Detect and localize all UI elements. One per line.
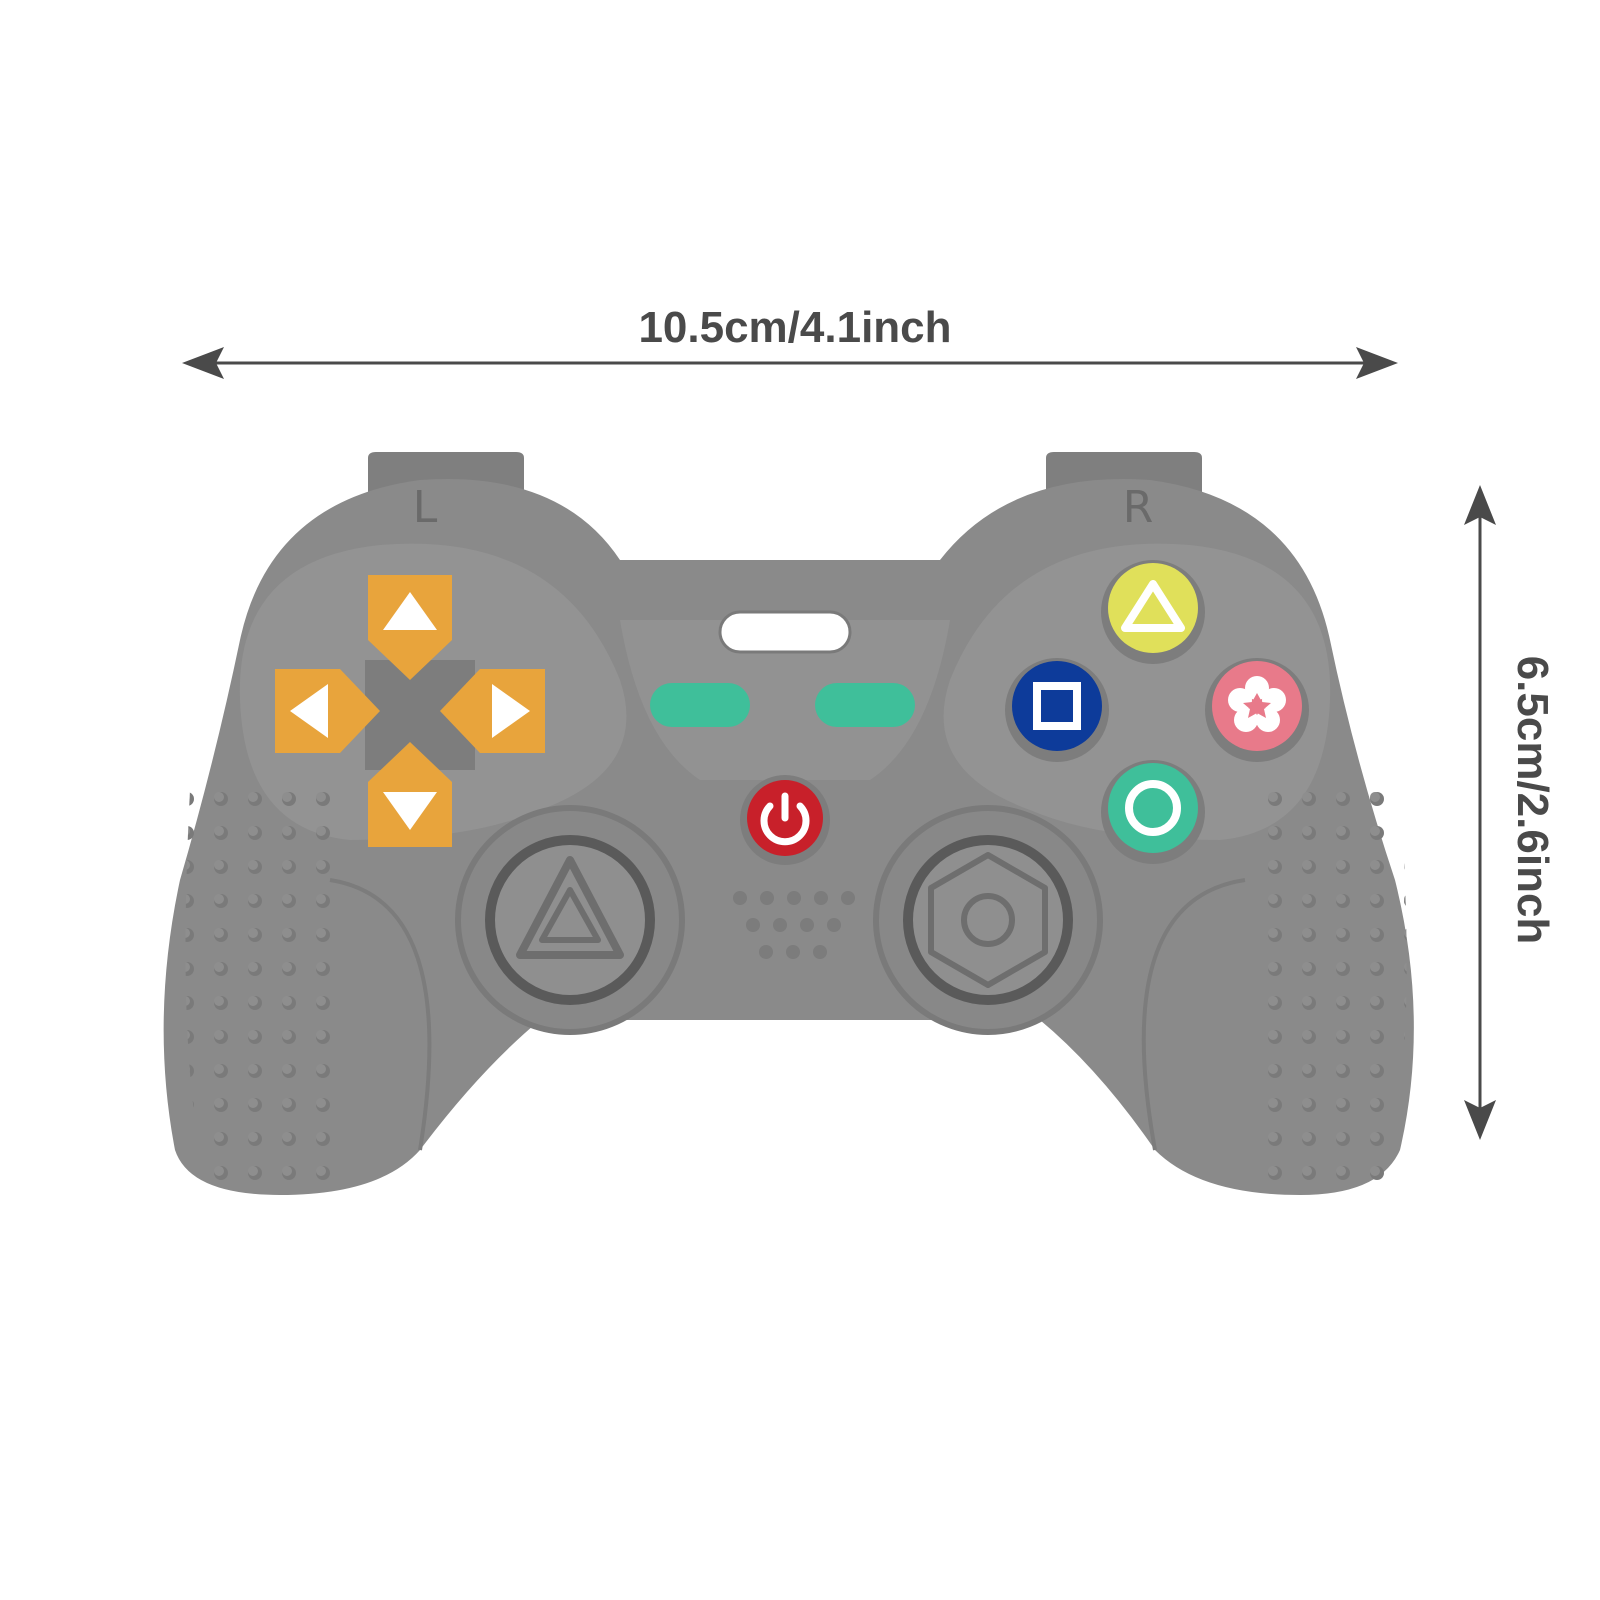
triangle-icon: [1121, 580, 1185, 632]
width-label: 10.5cm/4.1inch: [638, 303, 951, 352]
circle-button: [1101, 760, 1205, 864]
hexagon-emboss-icon: [928, 852, 1048, 988]
width-arrow-left-icon: [182, 347, 224, 379]
power-button: [740, 775, 830, 865]
start-button: [815, 683, 915, 727]
height-arrow-up-icon: [1464, 485, 1496, 525]
left-thumbstick: [455, 805, 685, 1035]
center-plate: [620, 620, 950, 780]
square-icon: [1033, 682, 1081, 730]
right-thumbstick: [873, 805, 1103, 1035]
left-grip-ridge: [329, 878, 432, 1151]
dpad-right-arrow-icon: [492, 684, 530, 738]
left-grip: [185, 790, 432, 1190]
circle-icon: [1125, 780, 1181, 836]
left-trigger-label: L: [413, 482, 438, 533]
dpad-down-arrow-icon: [383, 792, 437, 830]
dpad-down-button: [368, 742, 452, 847]
height-label: 6.5cm/2.6inch: [1508, 656, 1557, 945]
right-trigger-label: R: [1123, 482, 1154, 533]
dpad-left-arrow-icon: [290, 684, 328, 738]
right-grip-ridge: [1141, 878, 1246, 1151]
dpad-up-button: [368, 575, 452, 680]
left-grip-texture: [185, 790, 330, 1190]
right-face-plate: [943, 543, 1331, 840]
controller: L R: [163, 452, 1414, 1195]
select-button: [650, 683, 750, 727]
square-button: [1005, 658, 1109, 762]
triangle-emboss-icon: [516, 856, 624, 959]
flower-button: [1205, 658, 1309, 762]
width-dimension: 10.5cm/4.1inch: [182, 303, 1398, 379]
right-grip: [1141, 790, 1407, 1190]
triangle-button: [1101, 560, 1205, 664]
power-icon: [760, 802, 810, 846]
center-dot-grille: [733, 891, 855, 959]
width-arrow-right-icon: [1356, 347, 1398, 379]
dpad-left-button: [275, 669, 380, 753]
speaker-slot: [718, 610, 852, 654]
height-dimension: 6.5cm/2.6inch: [1464, 485, 1557, 1140]
dpad: [275, 575, 545, 847]
dpad-up-arrow-icon: [383, 592, 437, 630]
dpad-right-button: [440, 669, 545, 753]
flower-icon: [1228, 676, 1286, 732]
right-grip-texture: [1265, 790, 1407, 1190]
height-arrow-down-icon: [1464, 1100, 1496, 1140]
